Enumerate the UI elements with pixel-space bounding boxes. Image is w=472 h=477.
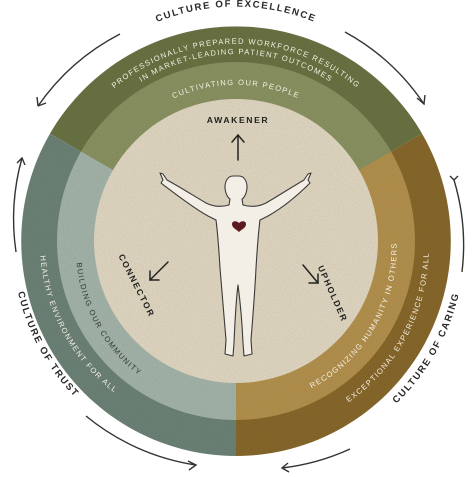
curved-arrow-icon — [449, 175, 459, 181]
curved-arrow-icon — [416, 94, 426, 106]
arrow-icon — [302, 264, 319, 284]
heart-icon — [232, 221, 246, 232]
arrow-icon — [231, 133, 245, 161]
curved-arrow-icon — [16, 156, 26, 166]
culture-excellence-label: CULTURE OF EXCELLENCE — [154, 0, 318, 25]
curved-arrow-icon — [187, 460, 198, 471]
role-awakener-label: AWAKENER — [207, 115, 269, 125]
curved-arrow-icons — [12, 31, 465, 473]
curved-arrow-icon — [344, 31, 425, 105]
curved-arrow-icon — [12, 157, 23, 253]
curved-arrow-icon — [453, 179, 465, 273]
human-figure-icon — [159, 172, 312, 357]
curved-arrow-icon — [281, 448, 351, 469]
curved-arrow-icon — [85, 415, 197, 466]
arrow-icon — [149, 261, 169, 281]
role-arrow-icons — [149, 133, 319, 284]
curved-arrow-icon — [280, 462, 290, 473]
curved-arrow-icon — [36, 96, 47, 107]
curved-arrow-icon — [37, 33, 121, 107]
